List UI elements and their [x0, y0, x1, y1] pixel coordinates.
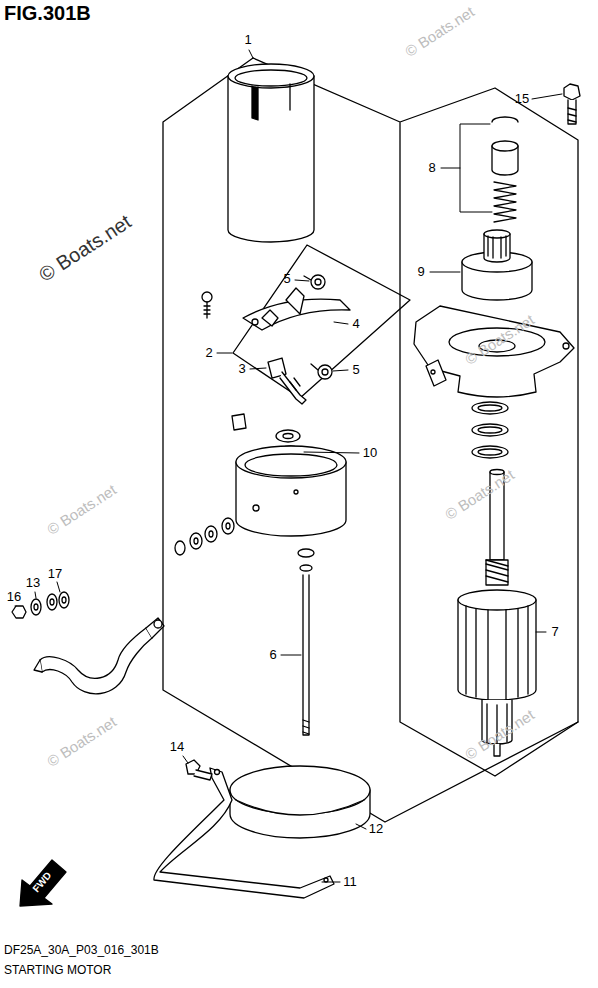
callout-number: 11 [343, 875, 357, 889]
callout-number: 2 [205, 346, 212, 360]
end-cover [236, 446, 346, 536]
callout-number: 17 [48, 567, 62, 581]
lead-wire [34, 618, 164, 694]
diagram-code: DF25A_30A_P03_016_301B [4, 944, 159, 957]
callout-number: 14 [170, 740, 184, 754]
group-frame [163, 58, 578, 822]
watermark: © Boats.net [45, 482, 120, 539]
bolt [186, 760, 212, 780]
terminal-washers [175, 518, 234, 555]
callout-number: 16 [7, 590, 21, 604]
callout-number: 15 [515, 92, 529, 106]
brush [268, 358, 306, 404]
mount-strap [154, 768, 334, 898]
callout-number: 7 [551, 625, 558, 639]
watermark: © Boats.net [45, 714, 120, 771]
o-ring [472, 402, 508, 458]
brush-holder [243, 288, 350, 330]
yoke [228, 64, 314, 242]
pinion-gear [462, 230, 532, 300]
watermark: © Boats.net [443, 467, 518, 524]
group-frame [233, 245, 410, 398]
callout-number: 10 [363, 446, 377, 460]
callout-number: 12 [369, 822, 383, 836]
callout-number: 9 [417, 265, 424, 279]
drive-housing [414, 306, 574, 397]
callout-number: 8 [428, 161, 435, 175]
screw [202, 292, 212, 318]
leader-line [15, 50, 562, 882]
forward-arrow [20, 860, 66, 906]
callout-number: 5 [283, 272, 290, 286]
mount-band [230, 766, 370, 838]
callout-number: 3 [238, 362, 245, 376]
callout-number: 6 [269, 648, 276, 662]
pinion-stopper [492, 117, 518, 222]
bolt [564, 84, 580, 124]
figure-title: FIG.301B [4, 2, 91, 24]
brush-spring [304, 275, 332, 379]
watermark: © Boats.net [403, 4, 478, 61]
watermark: © Boats.net [35, 210, 135, 286]
callout-number: 4 [352, 317, 359, 331]
through-bolt [298, 549, 314, 735]
callout-number: 1 [244, 33, 251, 47]
figure-caption: STARTING MOTOR [4, 964, 111, 977]
square-nut [232, 414, 246, 430]
callout-number: 13 [26, 576, 40, 590]
callout-number: 5 [352, 363, 359, 377]
